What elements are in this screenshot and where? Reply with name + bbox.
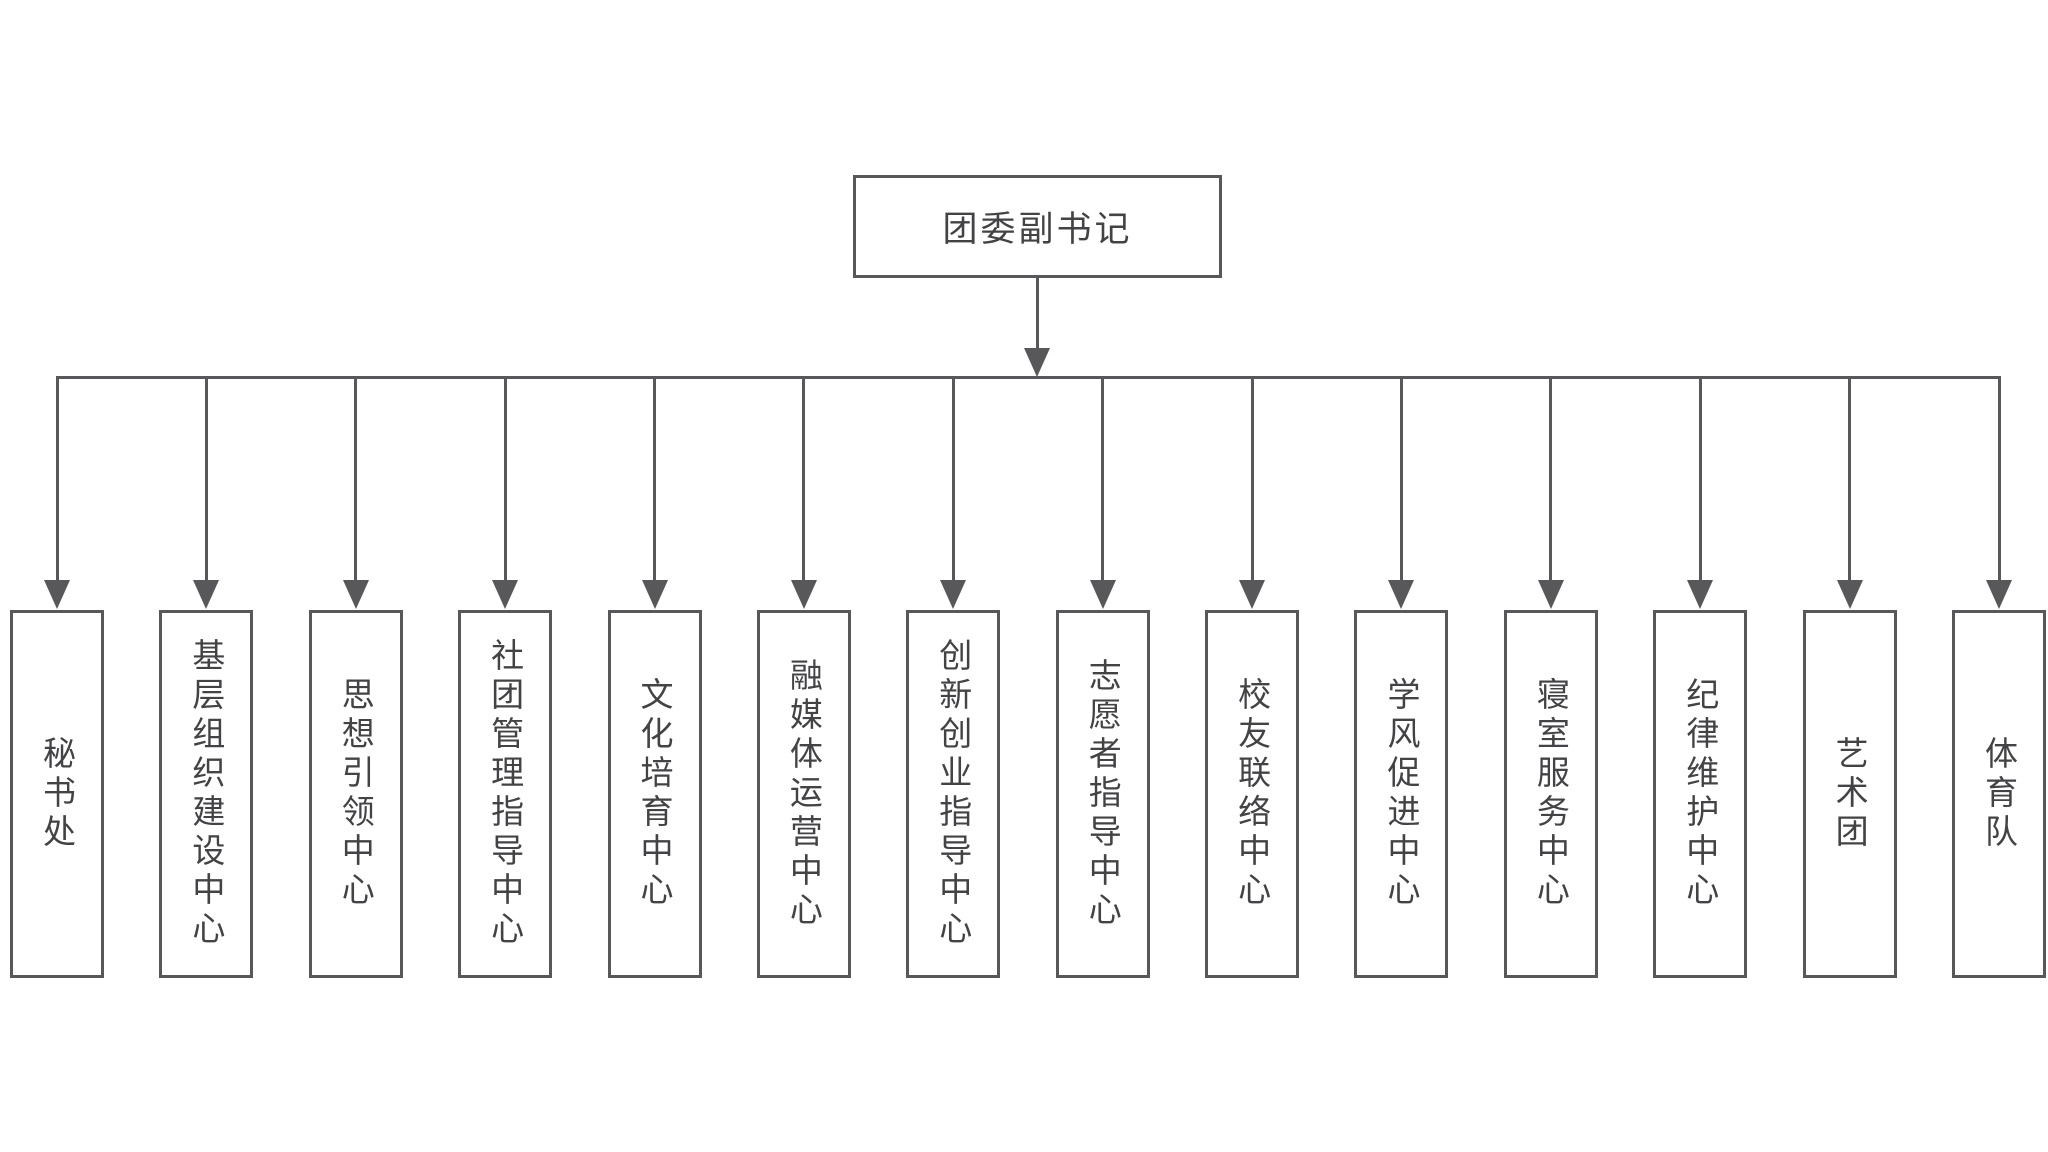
department-connector-line	[1101, 377, 1105, 584]
root-node-box: 团委副书记	[853, 175, 1222, 278]
department-label: 思想引领中心	[337, 677, 375, 911]
department-connector-line	[1399, 377, 1403, 584]
department-node-box: 寝室服务中心	[1503, 610, 1598, 978]
arrow-down-icon	[641, 580, 668, 609]
arrow-down-icon	[1089, 580, 1116, 609]
department-connector-line	[1250, 377, 1254, 584]
arrow-down-icon	[1388, 580, 1415, 609]
arrow-down-icon	[44, 580, 70, 609]
department-connector-line	[802, 377, 806, 584]
department-label: 秘书处	[38, 735, 76, 853]
department-label: 基层组织建设中心	[187, 638, 225, 950]
connector-bus-line	[56, 376, 2001, 379]
department-node-box: 纪律维护中心	[1653, 610, 1748, 978]
department-connector-line	[354, 377, 358, 584]
root-node-label: 团委副书记	[942, 210, 1133, 249]
department-node-box: 学风促进中心	[1354, 610, 1449, 978]
department-connector-line	[1997, 377, 2001, 584]
department-label: 艺术团	[1831, 735, 1869, 853]
department-node-box: 秘书处	[10, 610, 104, 978]
department-node-box: 校友联络中心	[1205, 610, 1300, 978]
arrow-down-icon	[1836, 580, 1863, 609]
arrow-down-icon	[1986, 580, 2012, 609]
department-label: 体育队	[1980, 735, 2018, 853]
department-label: 社团管理指导中心	[486, 638, 524, 950]
department-node-box: 创新创业指导中心	[906, 610, 1001, 978]
arrow-down-icon	[1687, 580, 1714, 609]
department-node-box: 融媒体运营中心	[756, 610, 851, 978]
department-node-box: 基层组织建设中心	[159, 610, 254, 978]
department-node-box: 文化培育中心	[607, 610, 702, 978]
department-connector-line	[503, 377, 507, 584]
department-label: 创新创业指导中心	[934, 638, 972, 950]
department-connector-line	[1698, 377, 1702, 584]
department-label: 寝室服务中心	[1532, 677, 1570, 911]
department-connector-line	[1549, 377, 1553, 584]
root-connector-line	[1036, 278, 1039, 350]
arrow-down-icon	[940, 580, 967, 609]
arrow-down-icon	[790, 580, 817, 609]
department-connector-line	[204, 377, 208, 584]
department-label: 文化培育中心	[636, 677, 674, 911]
department-node-box: 艺术团	[1802, 610, 1897, 978]
arrow-down-icon	[193, 580, 220, 609]
department-node-box: 志愿者指导中心	[1055, 610, 1150, 978]
department-node-box: 思想引领中心	[308, 610, 403, 978]
department-label: 纪律维护中心	[1681, 677, 1719, 911]
arrow-down-icon	[342, 580, 369, 609]
department-node-box: 社团管理指导中心	[458, 610, 553, 978]
department-connector-line	[653, 377, 657, 584]
department-label: 校友联络中心	[1233, 677, 1271, 911]
department-label: 融媒体运营中心	[785, 657, 823, 931]
arrow-down-icon	[1537, 580, 1564, 609]
department-label: 学风促进中心	[1382, 677, 1420, 911]
department-connector-line	[1848, 377, 1852, 584]
arrow-down-icon	[1024, 348, 1050, 377]
arrow-down-icon	[1239, 580, 1266, 609]
department-connector-line	[951, 377, 955, 584]
department-node-box: 体育队	[1952, 610, 2046, 978]
arrow-down-icon	[492, 580, 519, 609]
department-label: 志愿者指导中心	[1084, 657, 1122, 931]
department-connector-line	[55, 377, 59, 584]
